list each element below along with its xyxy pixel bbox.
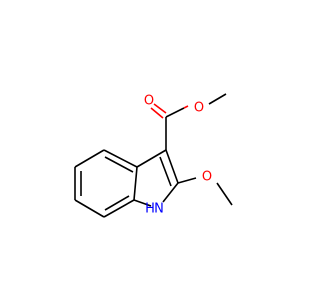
bond-c3a-c3: [136, 149, 167, 168]
bond-ccarbonyl-o-double-a: [150, 107, 164, 119]
molecule-diagram: O O O N H: [74, 93, 233, 218]
bond-ccarbonyl-oester: [165, 107, 185, 118]
bond-c2-n1: [162, 182, 179, 203]
structure-canvas: O O O N H: [74, 93, 233, 218]
atom-n-indole: N: [154, 202, 164, 217]
atom-o-carbonyl: O: [144, 94, 154, 109]
bond-c3-c2-inner: [159, 156, 172, 187]
bond-c3-c2: [165, 149, 179, 184]
bond-oester-segment: [183, 105, 189, 109]
bond-ccarbonyl-o-double-b: [153, 103, 167, 114]
bond-n1-c7a: [133, 199, 152, 207]
bond-c7a-c3a: [133, 166, 138, 201]
bond-c4-c5: [74, 149, 105, 168]
bond-c6-c7: [74, 199, 105, 218]
atom-o-methoxy: O: [202, 170, 212, 185]
atom-o-ester: O: [194, 101, 204, 116]
bond-c3a-c4: [103, 149, 138, 168]
bond-oester-methyl: [208, 93, 227, 105]
bond-c4-c4-inner: [104, 156, 134, 173]
atom-h-indole: H: [145, 202, 155, 217]
bond-c7-c7a: [103, 199, 135, 218]
bond-c2-omethoxy: [177, 177, 197, 184]
bond-omethoxy-methyl: [216, 182, 233, 206]
bond-c7-c7a-inner: [104, 195, 130, 211]
